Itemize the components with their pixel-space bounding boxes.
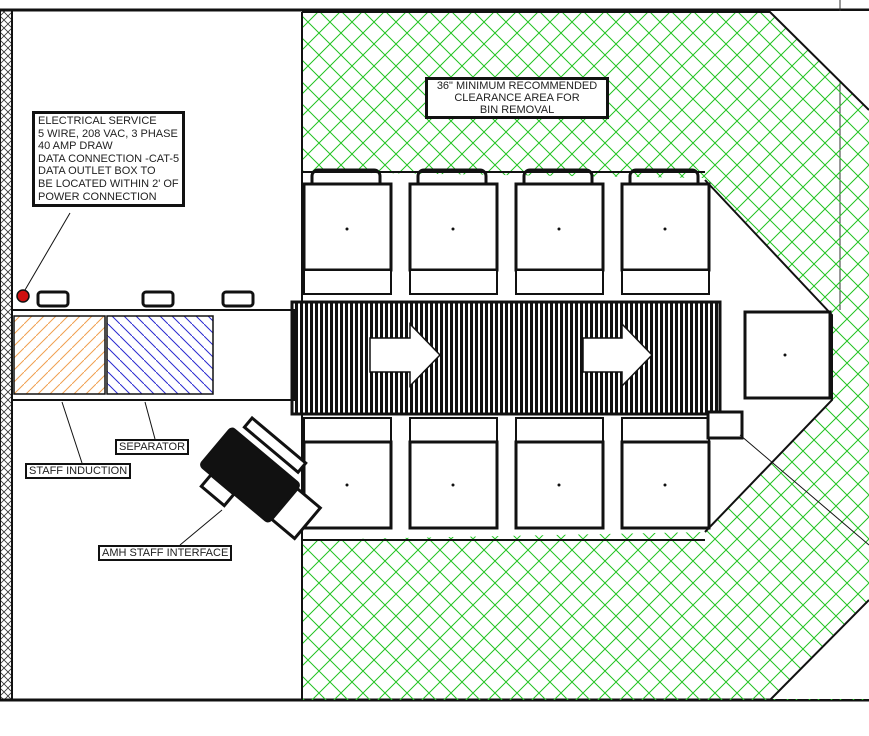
bins-top xyxy=(302,168,711,295)
amh-staff-interface-station xyxy=(199,415,323,541)
power-connection-point xyxy=(16,289,30,303)
sorter-conveyor xyxy=(290,300,832,440)
induction-conveyor xyxy=(11,290,295,401)
amh-staff-interface-label: AMH STAFF INTERFACE xyxy=(98,545,233,561)
note-line: POWER CONNECTION xyxy=(38,190,157,203)
note-line: DATA OUTLET BOX TO xyxy=(38,165,156,178)
note-line: 40 AMP DRAW xyxy=(38,140,113,153)
note-line: 36" MINIMUM RECOMMENDED xyxy=(436,80,598,92)
direction-arrow-icon xyxy=(369,322,442,388)
separator-label: SEPARATOR xyxy=(115,439,190,455)
note-line: ELECTRICAL SERVICE xyxy=(38,115,157,127)
staff-induction-label: STAFF INDUCTION xyxy=(25,463,132,479)
note-line: BIN REMOVAL xyxy=(479,104,555,116)
note-line: BE LOCATED WITHIN 2' OF xyxy=(38,177,179,190)
wall xyxy=(0,9,13,701)
bins-bottom xyxy=(302,417,711,530)
note-line: DATA CONNECTION -CAT-5 xyxy=(38,152,180,165)
note-line: 5 WIRE, 208 VAC, 3 PHASE xyxy=(38,127,178,140)
note-line: CLEARANCE AREA FOR xyxy=(454,92,580,104)
direction-arrow-icon xyxy=(582,322,654,388)
